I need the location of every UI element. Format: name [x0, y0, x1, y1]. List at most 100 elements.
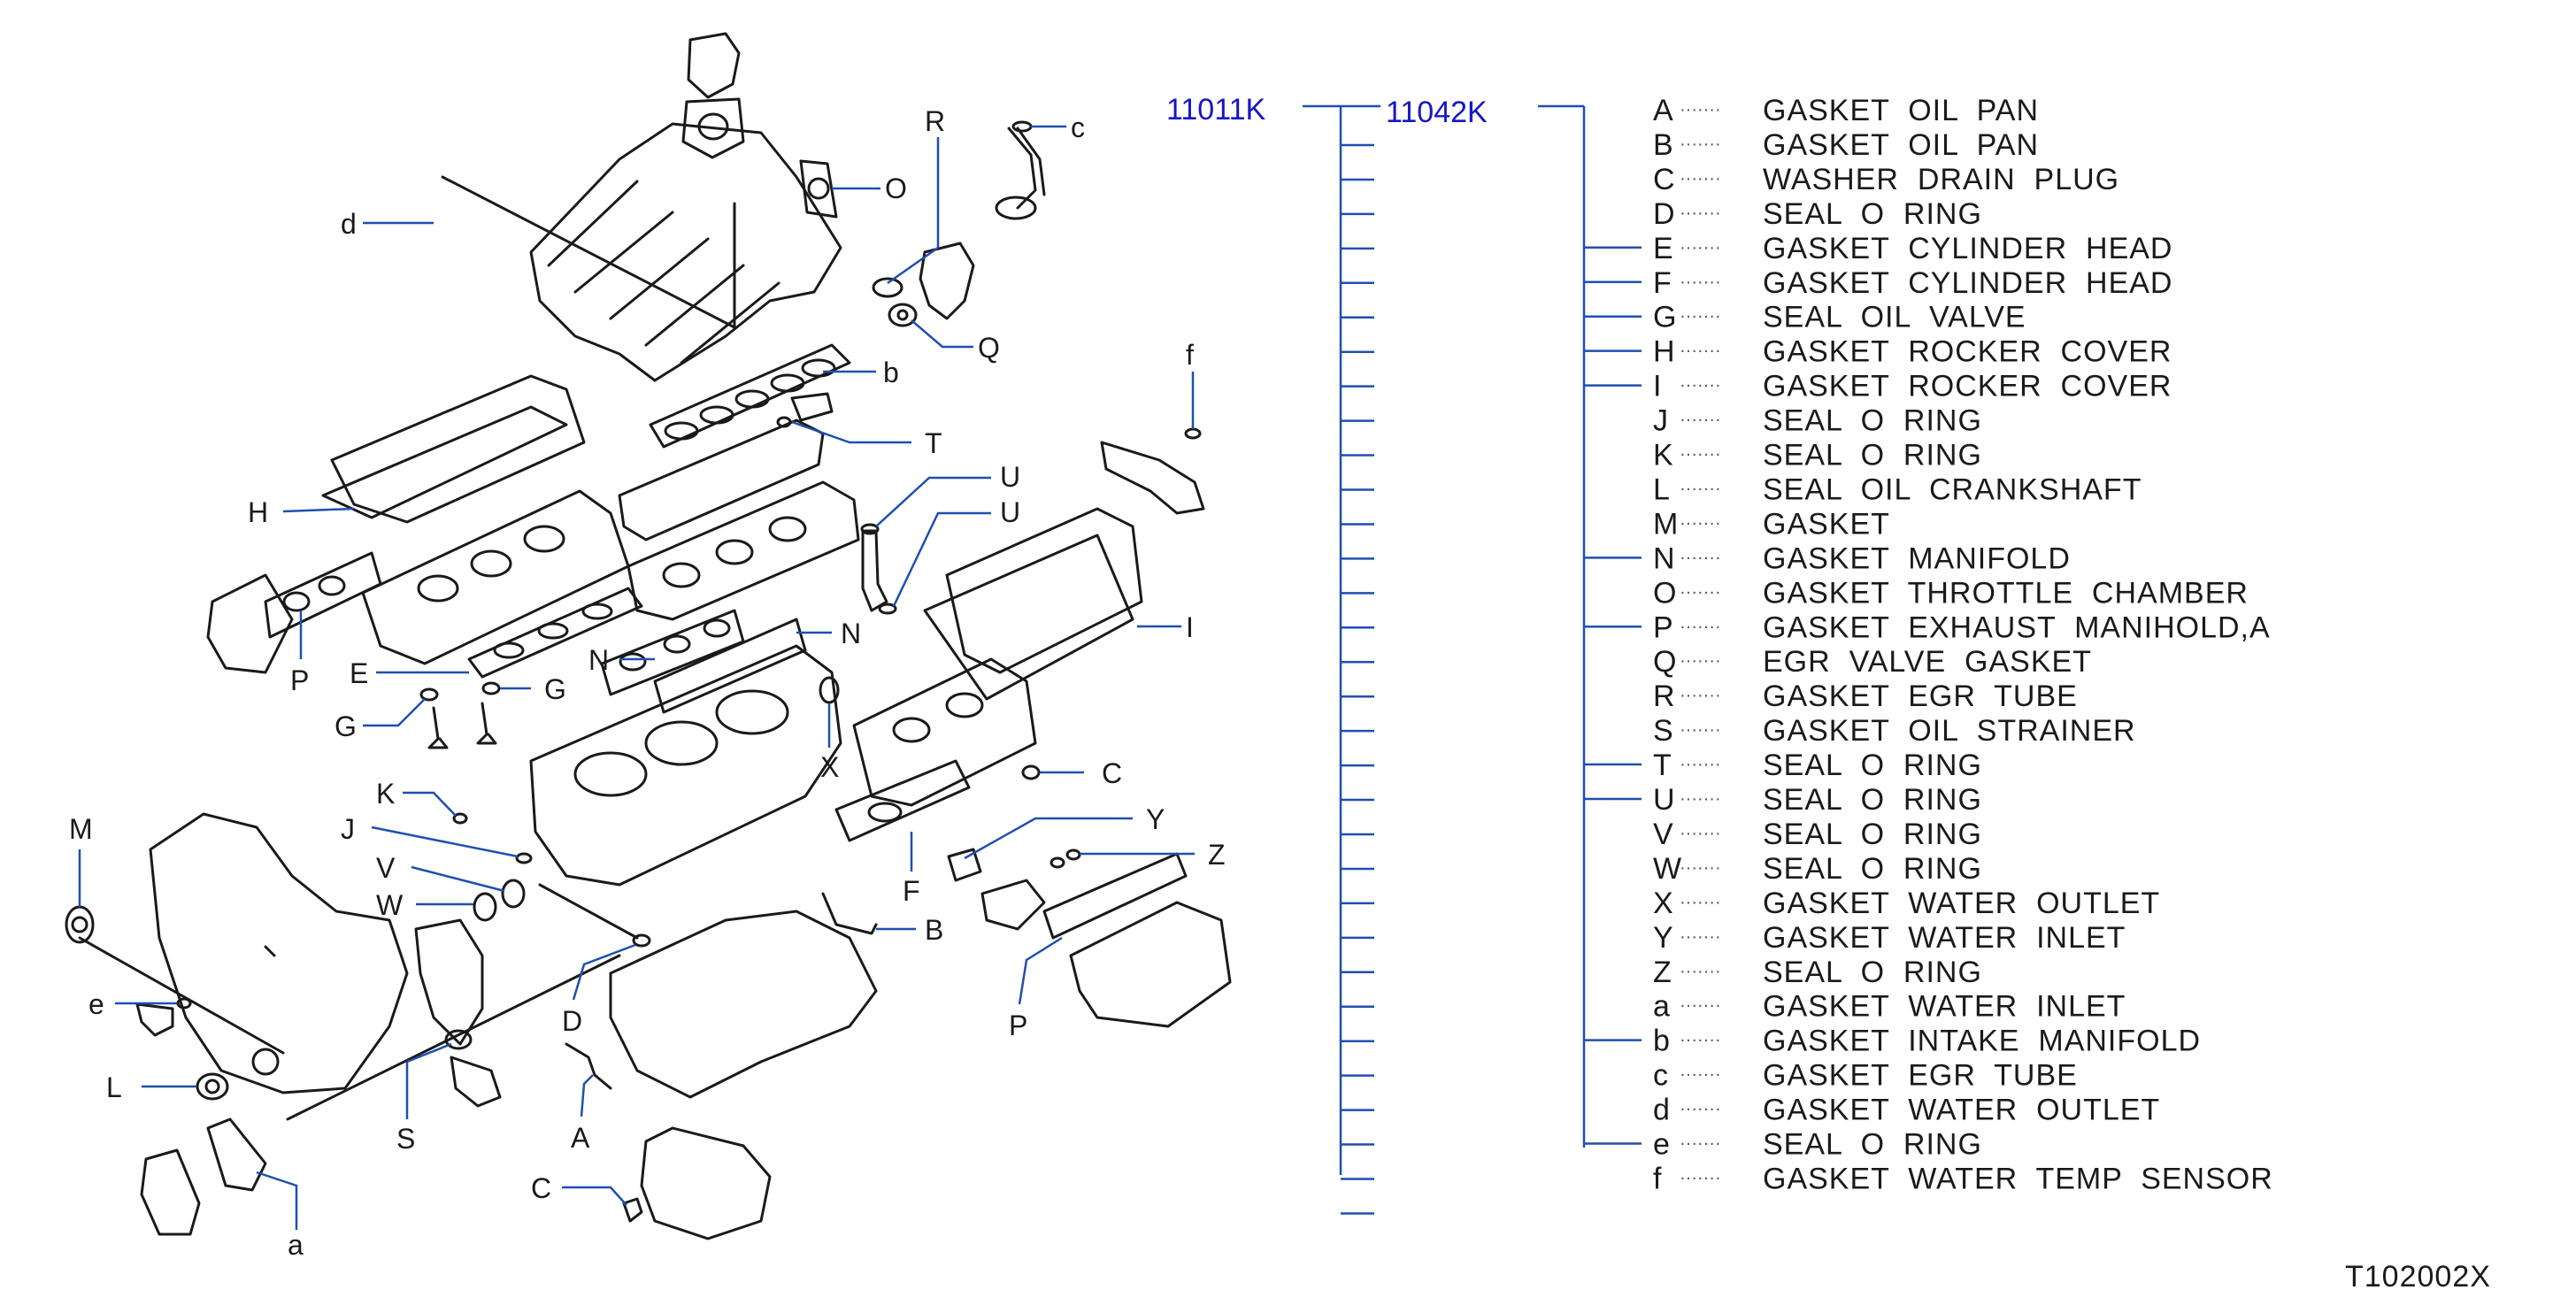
part-letter: d [1653, 1094, 1671, 1127]
seal-U1-part [860, 523, 880, 535]
part-leader-dots: ······· [1680, 927, 1721, 947]
part-letter: R [1653, 680, 1676, 713]
drain-plug-part [622, 1197, 643, 1223]
oil-pan-lower-part [640, 1126, 772, 1240]
gasket-O-hole [807, 177, 830, 200]
gasket-P-left-part [264, 551, 382, 639]
cylinder-bore-1 [573, 751, 648, 797]
part-row: O·······GASKET THROTTLE CHAMBER [1653, 576, 2248, 610]
part-row: X·······GASKET WATER OUTLET [1653, 887, 2159, 920]
gasket-E-bore-2 [537, 622, 569, 640]
callout-leaders [78, 125, 1195, 1230]
front-cover-boss [251, 1048, 280, 1076]
washer-C1-part [1021, 764, 1041, 780]
cylinder-head-left-port-1 [417, 574, 459, 603]
part-letter: Q [1653, 645, 1677, 679]
part-letter: T [1653, 749, 1672, 782]
dipstick-part [78, 936, 285, 1055]
gasket-b-port-2 [699, 405, 734, 425]
part-letter: W [1653, 852, 1682, 886]
callout-Q: Q [978, 332, 1000, 364]
callout-F: F [903, 875, 920, 907]
part-leader-dots: ······· [1680, 100, 1721, 119]
part-name: GASKET WATER TEMP SENSOR [1763, 1162, 2273, 1195]
part-leader-dots: ······· [1680, 1168, 1721, 1187]
part-letter: G [1653, 301, 1677, 334]
oil-pan-upper-part [609, 910, 878, 1099]
intake-collector-part [529, 122, 842, 382]
part-name: SEAL O RING [1763, 852, 1982, 886]
tree-ticks [1341, 143, 1374, 1215]
part-leader-dots: ······· [1680, 376, 1721, 395]
callout-M: M [69, 813, 93, 845]
seal-Z2-part [1065, 848, 1081, 861]
callout-e: e [88, 988, 104, 1020]
gasket-E-part [467, 587, 643, 679]
part-letter: f [1653, 1162, 1662, 1195]
leader-S-2 [406, 1042, 452, 1063]
part-leader-dots: ······· [1680, 893, 1721, 912]
gasket-b-port-1 [664, 421, 699, 441]
intake-collector-detail [547, 180, 780, 365]
cylinder-block-part [529, 644, 842, 887]
part-name: SEAL O RING [1763, 439, 1982, 472]
part-letter: A [1653, 94, 1674, 127]
part-letter: D [1653, 197, 1676, 231]
cylinder-head-right-port-1 [892, 717, 931, 743]
leader-H [282, 507, 355, 513]
part-name: SEAL O RING [1763, 749, 1982, 782]
callout-G1: G [334, 710, 357, 742]
gasket-B-part [821, 892, 878, 935]
part-leader-dots: ······· [1680, 238, 1721, 257]
gasket-Q-hole [896, 309, 909, 321]
part-leader-dots: ······· [1680, 134, 1721, 154]
gasket-N-left-port-1 [619, 652, 647, 672]
diagram-callouts: R c O d Q b T f U U H I N N P E G G X C … [69, 105, 1226, 1261]
part-row: Y·······GASKET WATER INLET [1653, 921, 2125, 955]
part-letter: U [1653, 783, 1676, 817]
valve-1-part [427, 706, 449, 749]
reference-line-2 [538, 883, 639, 940]
seal-K-part [452, 812, 468, 825]
gasket-N-left-port-3 [703, 618, 731, 638]
seal-J-part [515, 852, 533, 864]
part-letter: S [1653, 714, 1674, 748]
part-name: SEAL OIL CRANKSHAFT [1763, 472, 2142, 506]
callout-N2: N [841, 618, 861, 649]
part-letter: C [1653, 163, 1676, 196]
part-leader-dots: ······· [1680, 548, 1721, 567]
part-letter: O [1653, 576, 1677, 610]
part-name: EGR VALVE GASKET [1763, 645, 2092, 679]
part-row: b·······GASKET INTAKE MANIFOLD [1653, 1025, 2200, 1058]
water-inlet-a-part [140, 1148, 201, 1236]
part-name: SEAL O RING [1763, 197, 1982, 231]
seal-Z1-part [1050, 856, 1065, 869]
gasket-P-right-part [1042, 852, 1188, 940]
part-letter: H [1653, 335, 1676, 369]
cylinder-bore-2 [644, 720, 719, 766]
part-name: SEAL OIL VALVE [1763, 301, 2026, 334]
part-row: G·······SEAL OIL VALVE [1653, 301, 2026, 334]
seal-W-part [473, 892, 497, 922]
part-leader-dots: ······· [1680, 1031, 1721, 1050]
part-name: GASKET OIL PAN [1763, 94, 2039, 127]
part-letter: I [1653, 370, 1662, 403]
leader-V [411, 865, 505, 893]
callout-c: c [1071, 111, 1085, 143]
part-name: GASKET OIL PAN [1763, 128, 2039, 162]
cylinder-head-left-port-3 [523, 525, 565, 553]
callout-d: d [341, 208, 357, 240]
part-row: N·······GASKET MANIFOLD [1653, 541, 2070, 575]
callout-Y: Y [1146, 803, 1165, 835]
gasket-c-part [1011, 120, 1033, 133]
callout-U1: U [1000, 461, 1020, 493]
part-leader-dots: ······· [1680, 651, 1721, 671]
part-leader-dots: ······· [1680, 1100, 1721, 1119]
leader-G1 [363, 698, 426, 727]
part-row: I·······GASKET ROCKER COVER [1653, 370, 2171, 403]
callout-N1: N [588, 644, 609, 676]
part-row: e·······SEAL O RING [1653, 1128, 1981, 1162]
rocker-cover-left-part [330, 374, 586, 524]
callout-I: I [1186, 611, 1194, 643]
part-leader-dots: ······· [1680, 617, 1721, 636]
